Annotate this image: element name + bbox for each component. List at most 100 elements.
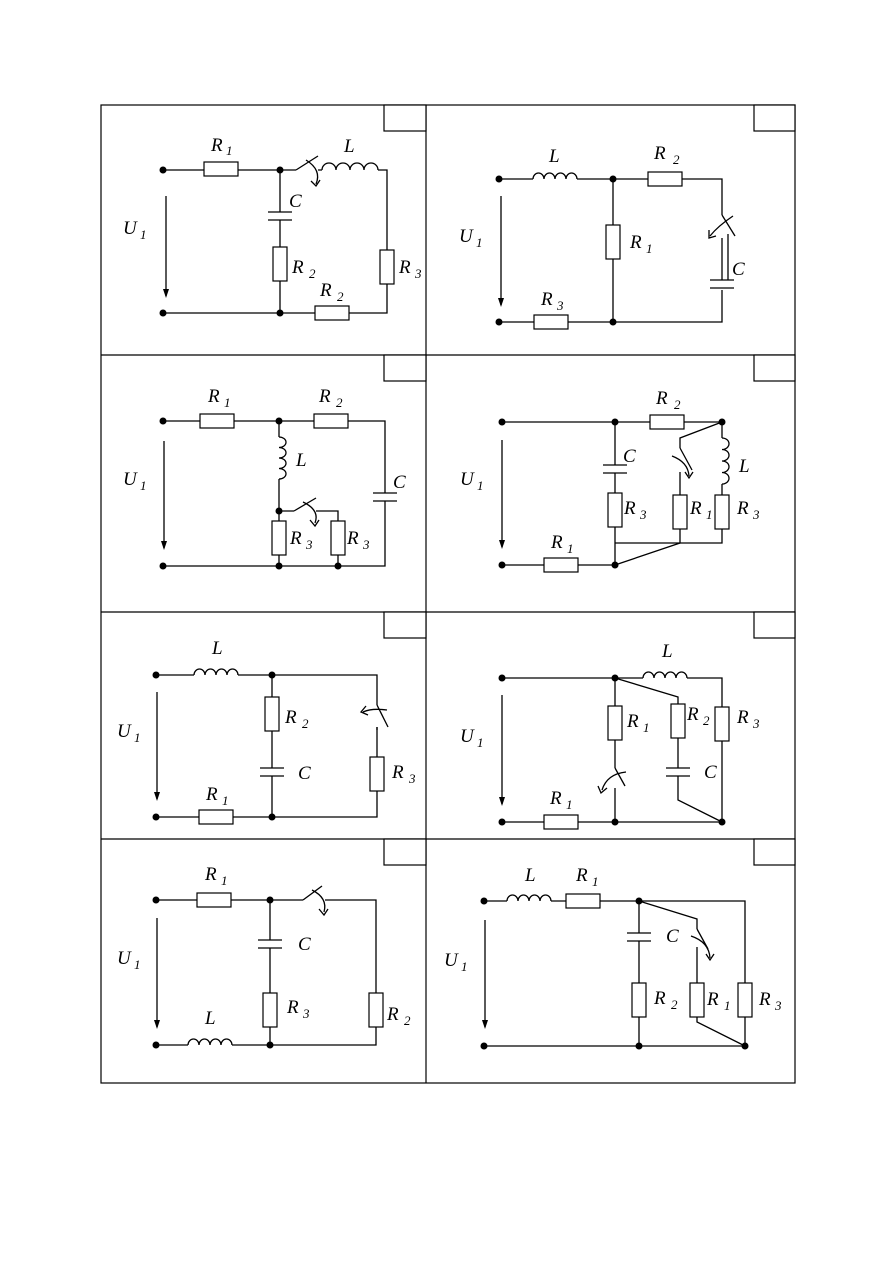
inductor-l — [532, 172, 578, 180]
svg-text:1: 1 — [461, 959, 468, 974]
svg-text:2: 2 — [337, 289, 344, 304]
svg-text:R: R — [346, 528, 359, 549]
circuit-panel-8: U 1 L R 1 C R 2 R 1 R 3 — [444, 865, 782, 1050]
circuit-panel-1: U 1 R 1 L C R 2 R 3 R 2 — [123, 135, 422, 321]
svg-text:C: C — [289, 191, 302, 212]
svg-text:R: R — [386, 1004, 399, 1025]
circuit-panel-7: U 1 R 1 C R 3 R 2 L — [117, 864, 411, 1049]
svg-text:3: 3 — [362, 537, 370, 552]
svg-text:1: 1 — [140, 227, 147, 242]
svg-text:C: C — [393, 472, 406, 493]
resistor-r3 — [737, 982, 753, 1018]
svg-text:2: 2 — [703, 713, 710, 728]
resistor-r1b — [543, 814, 579, 830]
svg-text:3: 3 — [752, 716, 760, 731]
svg-text:C: C — [298, 763, 311, 784]
svg-text:3: 3 — [302, 1006, 310, 1021]
resistor-r1 — [607, 705, 623, 741]
svg-text:R: R — [205, 784, 218, 805]
svg-text:R: R — [736, 498, 749, 519]
panel-number-box — [383, 104, 427, 132]
inductor-l — [642, 671, 688, 679]
resistor-r2b — [314, 305, 350, 321]
svg-text:L: L — [738, 456, 750, 477]
svg-text:L: L — [204, 1008, 216, 1029]
svg-text:1: 1 — [476, 235, 483, 250]
svg-text:U: U — [444, 950, 459, 971]
svg-text:R: R — [550, 532, 563, 553]
svg-text:C: C — [298, 934, 311, 955]
svg-text:R: R — [204, 864, 217, 885]
svg-text:U: U — [123, 469, 138, 490]
svg-text:C: C — [704, 762, 717, 783]
panel-number-box — [383, 611, 427, 639]
circuit-panel-6: U 1 L R 1 R 2 R 3 C R 1 — [460, 641, 760, 830]
resistor-r1 — [672, 494, 688, 530]
inductor-l — [278, 436, 287, 480]
svg-text:3: 3 — [639, 507, 647, 522]
svg-text:R: R — [653, 988, 666, 1009]
svg-text:L: L — [343, 136, 355, 157]
resistor-r1 — [198, 809, 234, 825]
resistor-r1 — [196, 892, 232, 908]
svg-text:1: 1 — [224, 395, 231, 410]
svg-text:1: 1 — [134, 957, 141, 972]
resistor-r2 — [670, 703, 686, 739]
resistor-r3 — [369, 756, 385, 792]
svg-text:L: L — [661, 641, 673, 662]
svg-text:R: R — [689, 498, 702, 519]
inductor-l — [721, 437, 730, 485]
svg-text:R: R — [286, 997, 299, 1018]
svg-text:2: 2 — [302, 716, 309, 731]
svg-text:R: R — [284, 707, 297, 728]
panel-number-box — [753, 354, 796, 382]
svg-text:R: R — [319, 280, 332, 301]
circuit-panel-5: U 1 L R 2 C R 3 R 1 — [117, 638, 416, 825]
svg-text:L: L — [295, 450, 307, 471]
resistor-r3 — [607, 492, 623, 528]
svg-text:R: R — [686, 704, 699, 725]
grid-frame — [100, 104, 796, 1084]
svg-text:1: 1 — [567, 541, 574, 556]
resistor-r2 — [313, 413, 349, 429]
resistor-r2 — [368, 992, 384, 1028]
panel-number-box — [753, 611, 796, 639]
svg-text:1: 1 — [477, 735, 484, 750]
svg-text:2: 2 — [673, 152, 680, 167]
resistor-r3b — [330, 520, 346, 556]
svg-text:L: L — [211, 638, 223, 659]
resistor-r3 — [271, 520, 287, 556]
svg-text:R: R — [575, 865, 588, 886]
resistor-r1 — [565, 893, 601, 909]
svg-text:R: R — [398, 257, 411, 278]
svg-text:C: C — [623, 446, 636, 467]
svg-text:R: R — [706, 989, 719, 1010]
svg-text:R: R — [758, 989, 771, 1010]
resistor-r1 — [199, 413, 235, 429]
svg-text:1: 1 — [134, 730, 141, 745]
resistor-r1 — [605, 224, 621, 260]
resistor-r3 — [262, 992, 278, 1028]
svg-text:1: 1 — [222, 793, 229, 808]
svg-text:1: 1 — [724, 998, 731, 1013]
svg-text:1: 1 — [221, 873, 228, 888]
svg-text:L: L — [548, 146, 560, 167]
svg-text:U: U — [117, 721, 132, 742]
svg-text:C: C — [666, 926, 679, 947]
svg-text:R: R — [391, 762, 404, 783]
svg-text:R: R — [736, 707, 749, 728]
svg-text:1: 1 — [706, 507, 713, 522]
svg-text:1: 1 — [643, 720, 650, 735]
resistor-r3 — [714, 706, 730, 742]
resistor-r3b — [714, 494, 730, 530]
svg-text:R: R — [626, 711, 639, 732]
inductor-l — [187, 1038, 233, 1046]
svg-text:2: 2 — [674, 397, 681, 412]
circuit-panel-2: U 1 L R 2 R 1 C R 3 — [459, 143, 745, 330]
svg-text:R: R — [289, 528, 302, 549]
label-u1: U — [123, 218, 138, 239]
resistor-r1 — [203, 161, 239, 177]
svg-text:2: 2 — [404, 1013, 411, 1028]
svg-text:L: L — [524, 865, 536, 886]
